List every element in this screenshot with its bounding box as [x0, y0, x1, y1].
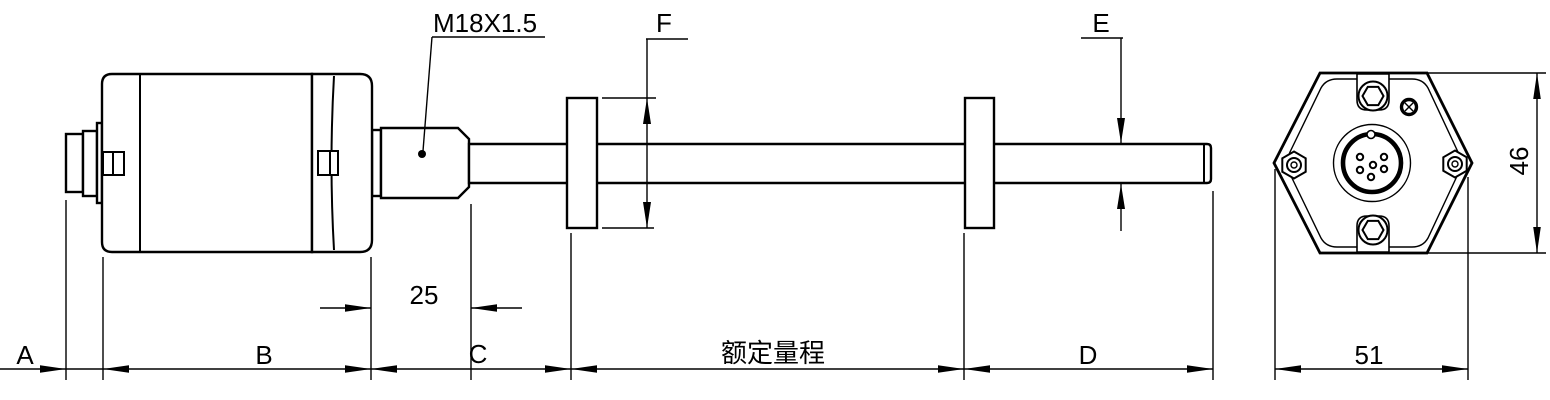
measuring-rod — [467, 142, 1213, 185]
arrow-a-left — [40, 365, 66, 373]
connector-pin-4 — [1368, 160, 1378, 170]
left-bolt-ring — [1286, 157, 1302, 173]
connector-pin-1 — [1355, 152, 1365, 162]
arrow-c-right — [545, 365, 571, 373]
arrow-stroke-left — [571, 365, 597, 373]
dim51-arrow-right — [1442, 365, 1468, 373]
thread-bushing — [379, 126, 471, 200]
dim-d-label: D — [1079, 340, 1098, 370]
arrow-d-right — [1187, 365, 1213, 373]
left-bolt-dot — [1290, 161, 1298, 169]
e-arrow-down — [1117, 118, 1125, 143]
dim25-value: 25 — [410, 280, 439, 310]
stop-collar-left — [565, 96, 599, 230]
side-view — [64, 72, 1213, 254]
dim46-arrow-up — [1533, 73, 1541, 99]
stop-collar-right — [963, 96, 996, 230]
housing-key-right — [317, 150, 339, 176]
thread-callout: M18X1.5 — [418, 8, 545, 158]
rear-connector-tip — [64, 132, 85, 194]
bottom-bolt-hex — [1361, 219, 1385, 241]
thread-leader-dot — [418, 150, 426, 158]
arrow-stroke-right — [938, 365, 964, 373]
bushing-ring — [370, 128, 383, 198]
arrow-c-left — [371, 365, 397, 373]
set-screw-slot2 — [1404, 102, 1414, 112]
face-plate-outline — [1286, 78, 1462, 248]
thread-leader-line — [422, 36, 433, 152]
right-bolt-ring — [1447, 156, 1463, 172]
end-view — [1272, 71, 1474, 255]
connector-keyway — [1366, 129, 1376, 140]
rated-stroke-label: 额定量程 — [721, 338, 825, 368]
connector-pin-6 — [1366, 172, 1376, 182]
f-label: F — [656, 8, 672, 38]
dim51-arrow-left — [1275, 365, 1301, 373]
rear-connector-body — [81, 129, 99, 198]
right-bolt-dot — [1451, 160, 1459, 168]
dim25-arrow-right — [471, 304, 497, 312]
dimension-46: 46 — [1428, 72, 1546, 254]
dimension-f: F — [602, 8, 688, 229]
dimension-51: 51 — [1274, 169, 1469, 380]
arrow-d-left — [964, 365, 990, 373]
thread-label: M18X1.5 — [433, 8, 537, 38]
connector-outer-circle — [1332, 123, 1412, 203]
dimension-25: 25 — [320, 204, 522, 380]
f-arrow-up — [643, 98, 651, 124]
arrow-b-left — [103, 365, 129, 373]
dim25-arrow-left — [345, 304, 371, 312]
right-bolt-hex — [1442, 149, 1468, 179]
top-bolt-hex — [1361, 85, 1385, 107]
dimension-e: E — [1081, 8, 1125, 231]
set-screw-circle — [1399, 97, 1419, 117]
f-arrow-down — [643, 202, 651, 228]
dim46-value: 46 — [1504, 147, 1534, 176]
dim-b-label: B — [255, 340, 272, 370]
left-bolt-hex — [1281, 150, 1307, 180]
housing-cap-right — [310, 72, 374, 254]
dimension-chain: A B C 额定量程 D — [0, 191, 1214, 380]
dim-c-label: C — [469, 339, 488, 369]
e-arrow-up — [1117, 184, 1125, 209]
connector-pin-3 — [1355, 165, 1365, 175]
arrow-b-right — [345, 365, 371, 373]
e-label: E — [1092, 8, 1109, 38]
dim51-value: 51 — [1355, 340, 1384, 370]
connector-pin-2 — [1379, 152, 1389, 162]
dim46-arrow-down — [1533, 227, 1541, 253]
hex-housing-outline — [1272, 71, 1474, 255]
housing-barrel — [100, 72, 314, 254]
dim-a-label: A — [16, 340, 34, 370]
connector-pin-5 — [1379, 164, 1389, 174]
